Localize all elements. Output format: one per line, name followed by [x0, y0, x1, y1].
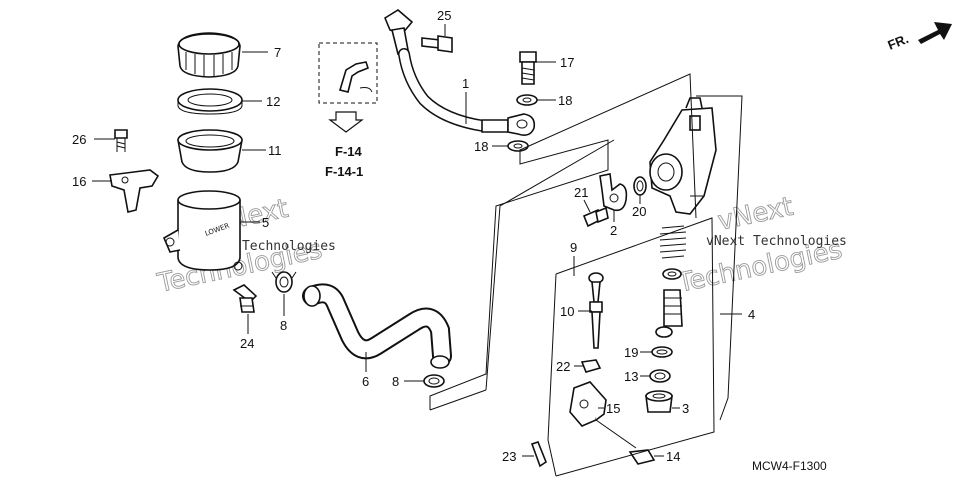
reference-arrow-icon [328, 111, 364, 133]
part-1-brake-hose [383, 9, 536, 136]
part-19-circlip [651, 346, 673, 358]
part-21-screw [582, 206, 609, 228]
callout-23: 23 [502, 449, 516, 464]
part-18-washer-bottom [507, 140, 529, 152]
callout-9: 9 [570, 240, 577, 255]
leader-lines [92, 24, 742, 457]
reference-inset [318, 42, 378, 133]
callout-16: 16 [72, 174, 86, 189]
callout-26: 26 [72, 132, 86, 147]
part-3-boot [645, 390, 673, 413]
callout-15: 15 [606, 401, 620, 416]
callout-10: 10 [560, 304, 574, 319]
part-spring [659, 225, 687, 259]
master-cylinder-body [649, 97, 717, 215]
callout-18-top: 18 [558, 93, 572, 108]
callout-1: 1 [462, 76, 469, 91]
part-7-reservoir-cap [177, 32, 241, 78]
callout-11: 11 [268, 143, 282, 158]
part-piston-washer [655, 326, 673, 338]
callout-21: 21 [574, 185, 588, 200]
callout-24: 24 [240, 336, 254, 351]
front-direction-label: FR. [886, 31, 911, 53]
part-13-oring [649, 369, 671, 383]
callout-20: 20 [632, 204, 646, 219]
part-piston [663, 289, 683, 327]
callout-18-bottom: 18 [474, 139, 488, 154]
part-20-o-ring [633, 176, 647, 196]
front-direction-arrow: FR. [886, 22, 952, 53]
part-12-diaphragm-plate [177, 88, 243, 115]
callout-3: 3 [682, 401, 689, 416]
part-spring-seat [662, 268, 682, 280]
reference-f14: F-14 [335, 144, 363, 159]
part-5-reservoir: LOWER [162, 190, 243, 271]
callout-22: 22 [556, 359, 570, 374]
callout-2: 2 [610, 223, 617, 238]
part-23-cotter-pin [530, 441, 547, 468]
part-25-bolt [421, 35, 453, 53]
part-10-push-rod [588, 272, 604, 349]
reference-f14-1: F-14-1 [325, 164, 363, 179]
callout-7: 7 [274, 45, 281, 60]
part-2-joint [599, 173, 628, 212]
callout-8-bottom: 8 [392, 374, 399, 389]
part-22-nut [580, 359, 602, 373]
assembly-boundaries [429, 73, 743, 477]
part-8-clip-left [271, 271, 297, 293]
part-11-diaphragm [177, 129, 243, 173]
part-6-reservoir-hose [302, 283, 452, 369]
part-24-bolt [232, 284, 258, 313]
callout-13: 13 [624, 369, 638, 384]
part-16-stay [109, 169, 160, 213]
watermark-big-3: vNext [715, 192, 796, 237]
callout-8-left: 8 [280, 318, 287, 333]
callout-4: 4 [748, 307, 755, 322]
part-8-clip-bottom [423, 374, 445, 388]
part-15-push-rod-joint [569, 381, 607, 427]
part-18-washer-top [516, 94, 538, 106]
callout-6: 6 [362, 374, 369, 389]
watermark-small-right: vNext Technologies [706, 234, 847, 249]
callout-12: 12 [266, 94, 280, 109]
watermark-right: vNext Technologies vNext Technologies [674, 191, 847, 299]
callout-19: 19 [624, 345, 638, 360]
callout-5: 5 [262, 215, 269, 230]
diagram-code: MCW4-F1300 [752, 459, 827, 473]
callout-14: 14 [666, 449, 680, 464]
callout-labels: 7 12 11 26 16 5 24 8 6 8 25 1 17 18 18 2… [72, 8, 755, 464]
callout-25: 25 [437, 8, 451, 23]
callout-17: 17 [560, 55, 574, 70]
fr-arrow-icon [918, 22, 952, 44]
part-17-bolt [519, 51, 537, 85]
part-26-bolt [114, 129, 128, 152]
